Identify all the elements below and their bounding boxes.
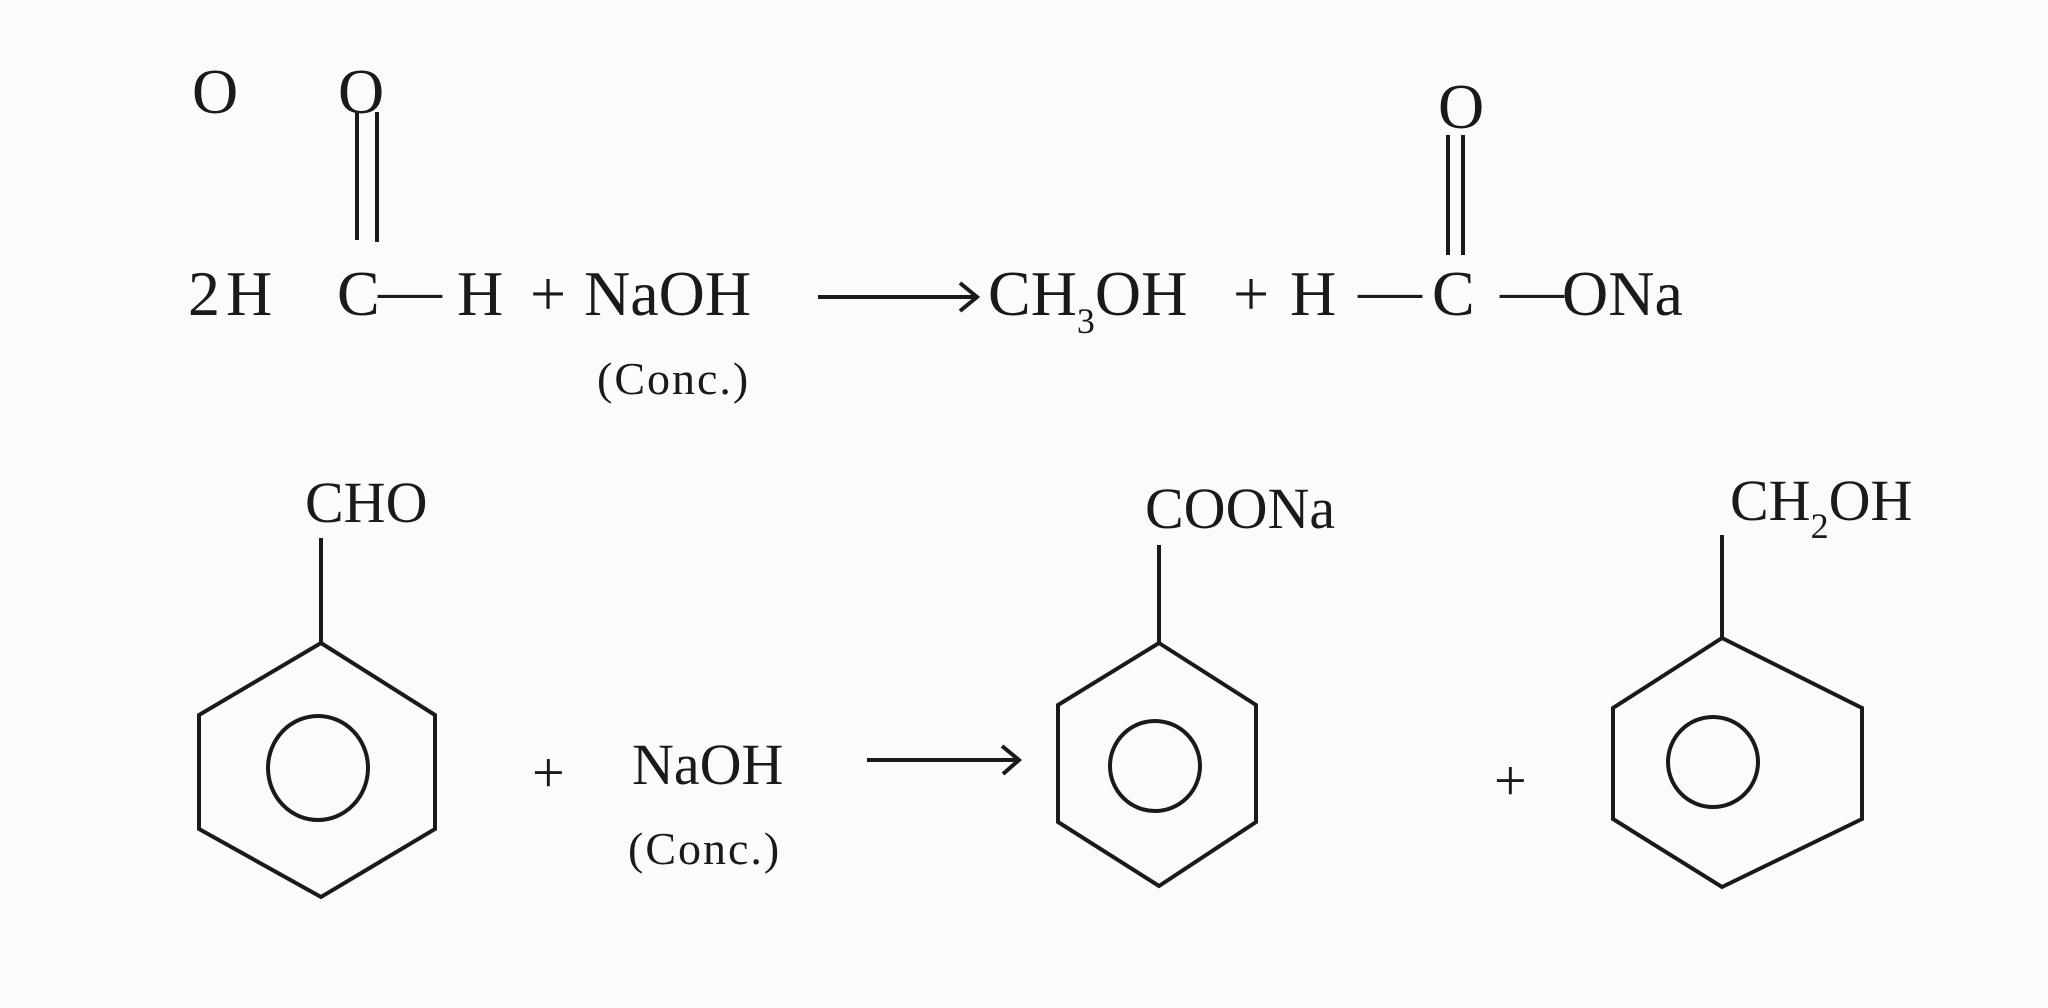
benzene-ring-icon xyxy=(197,538,437,900)
carbonyl-oxygen-label: O xyxy=(338,56,385,127)
reagent-condition-label: (Conc.) xyxy=(628,823,782,874)
single-bond-label: — xyxy=(1358,254,1422,325)
plus-sign: + xyxy=(530,258,567,329)
double-bond-icon xyxy=(1446,135,1465,255)
single-bond-label: — xyxy=(1500,254,1564,325)
carbonyl-oxygen-label: O xyxy=(192,56,239,127)
hydrogen-label: H xyxy=(226,258,273,329)
plus-sign: + xyxy=(532,740,565,805)
hydrogen-label: H xyxy=(457,258,504,329)
plus-sign: + xyxy=(1233,258,1270,329)
double-bond-icon xyxy=(355,112,379,242)
methanol-label: CH3OH xyxy=(988,258,1188,341)
carbonyl-oxygen-label: O xyxy=(1438,71,1485,142)
carboxylate-group-label: COONa xyxy=(1145,476,1336,541)
plus-sign: + xyxy=(1494,748,1527,813)
reaction-arrow-icon xyxy=(867,744,1023,776)
coefficient-label: 2 xyxy=(188,258,220,329)
benzene-ring-icon xyxy=(1056,545,1258,889)
sodium-oxide-label: ONa xyxy=(1562,258,1683,329)
single-bond-label: — xyxy=(378,254,442,325)
aldehyde-group-label: CHO xyxy=(305,470,428,535)
hydrogen-label: H xyxy=(1290,258,1337,329)
reagent-label: NaOH xyxy=(584,258,752,329)
carbon-label: C xyxy=(1432,258,1475,329)
reaction-arrow-icon xyxy=(818,281,981,313)
reagent-condition-label: (Conc.) xyxy=(597,353,751,404)
reagent-label: NaOH xyxy=(632,732,784,797)
benzene-ring-icon xyxy=(1611,535,1864,890)
hydroxymethyl-group-label: CH2OH xyxy=(1730,468,1913,546)
carbon-label: C xyxy=(337,258,380,329)
